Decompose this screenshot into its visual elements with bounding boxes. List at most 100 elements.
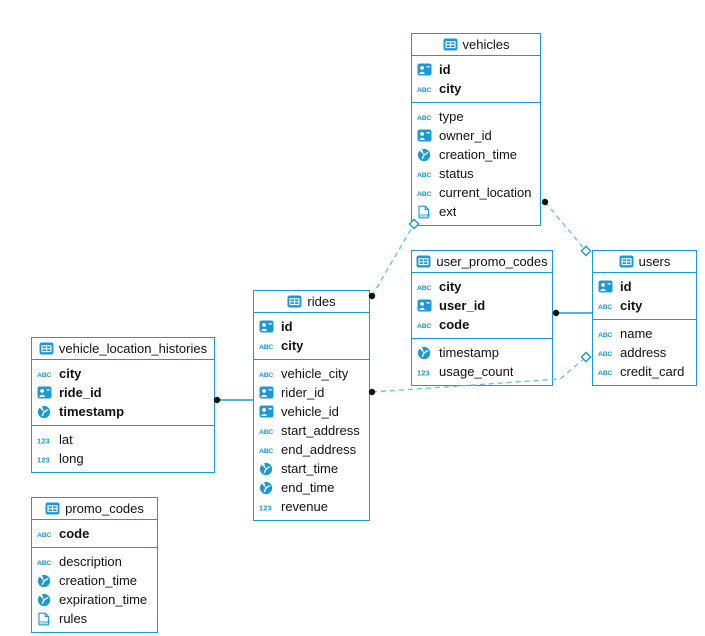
svg-text:123: 123 <box>37 455 50 464</box>
time-type-icon <box>37 574 55 588</box>
time-type-icon <box>259 462 277 476</box>
text-type-icon: ABC <box>259 341 277 351</box>
column-name: expiration_time <box>59 592 148 607</box>
column-name: ext <box>439 204 457 219</box>
text-type-icon: ABC <box>417 84 435 94</box>
relationship-rides-vehicles[interactable] <box>371 223 415 297</box>
relationship-dot-icon <box>368 292 376 300</box>
column-name: usage_count <box>439 364 514 379</box>
user-id-type-icon <box>417 299 435 312</box>
svg-text:123: 123 <box>417 368 430 377</box>
text-type-icon: ABC <box>417 112 435 122</box>
number-type-icon: 123 <box>37 454 55 464</box>
column-usage_count[interactable]: 123 usage_count <box>412 362 552 381</box>
svg-text:ABC: ABC <box>417 285 431 292</box>
column-name: end_address <box>281 442 357 457</box>
relationship-rides-users[interactable] <box>371 356 587 393</box>
column-name: credit_card <box>620 364 685 379</box>
svg-text:JSON: JSON <box>419 213 430 217</box>
column-name: vehicle_id <box>281 404 339 419</box>
column-name: type <box>439 109 464 124</box>
text-type-icon: ABC <box>417 169 435 179</box>
column-timestamp[interactable]: timestamp <box>32 402 214 421</box>
user-id-type-icon <box>417 63 435 76</box>
entity-header-vehicle_location_histories[interactable]: vehicle_location_histories <box>32 338 214 360</box>
column-id[interactable]: id <box>254 317 369 336</box>
column-name: creation_time <box>59 573 138 588</box>
entity-header-vehicles[interactable]: vehicles <box>412 34 540 56</box>
relationship-dot-icon <box>552 309 560 317</box>
svg-text:ABC: ABC <box>259 448 273 455</box>
svg-text:ABC: ABC <box>417 87 431 94</box>
relationship-vehicles-users[interactable] <box>544 201 587 252</box>
user-id-type-icon <box>259 405 277 418</box>
entity-header-users[interactable]: users <box>593 251 696 273</box>
column-end_time[interactable]: end_time <box>254 478 369 497</box>
column-city[interactable]: ABC city <box>412 79 540 98</box>
time-type-icon <box>37 405 55 419</box>
column-vehicle_id[interactable]: vehicle_id <box>254 402 369 421</box>
column-rider_id[interactable]: rider_id <box>254 383 369 402</box>
column-id[interactable]: id <box>412 60 540 79</box>
entity-title: promo_codes <box>65 501 144 516</box>
column-expiration_time[interactable]: expiration_time <box>32 590 157 609</box>
column-name: rider_id <box>281 385 325 400</box>
time-type-icon <box>417 346 435 360</box>
column-creation_time[interactable]: creation_time <box>412 145 540 164</box>
column-timestamp[interactable]: timestamp <box>412 343 552 362</box>
column-creation_time[interactable]: creation_time <box>32 571 157 590</box>
user-id-type-icon <box>259 386 277 399</box>
column-start_time[interactable]: start_time <box>254 459 369 478</box>
column-type[interactable]: ABC type <box>412 107 540 126</box>
svg-text:JSON: JSON <box>39 620 50 624</box>
column-name: user_id <box>439 298 486 313</box>
column-ride_id[interactable]: ride_id <box>32 383 214 402</box>
column-name: city <box>439 81 462 96</box>
column-owner_id[interactable]: owner_id <box>412 126 540 145</box>
entity-header-user_promo_codes[interactable]: user_promo_codes <box>412 251 552 273</box>
table-icon <box>39 342 54 355</box>
svg-text:ABC: ABC <box>417 115 431 122</box>
column-name: creation_time <box>439 147 518 162</box>
column-name: timestamp <box>439 345 499 360</box>
column-user_id[interactable]: user_id <box>412 296 552 315</box>
entity-header-promo_codes[interactable]: promo_codes <box>32 498 157 520</box>
entity-header-rides[interactable]: rides <box>254 291 369 313</box>
column-ext[interactable]: JSON ext <box>412 202 540 221</box>
time-type-icon <box>417 148 435 162</box>
column-end_address[interactable]: ABC end_address <box>254 440 369 459</box>
relationship-diamond-icon <box>580 245 592 257</box>
column-id[interactable]: id <box>593 277 696 296</box>
text-type-icon: ABC <box>259 369 277 379</box>
column-name: id <box>620 279 632 294</box>
